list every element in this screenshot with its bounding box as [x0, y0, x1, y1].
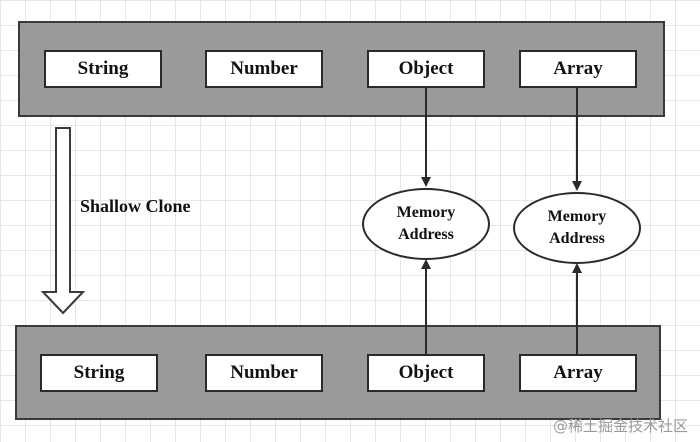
shallow-clone-arrow [40, 127, 86, 315]
memory-address-node-object: Memory Address [362, 188, 490, 260]
bottom-cell-number: Number [205, 354, 323, 392]
shallow-clone-label: Shallow Clone [80, 196, 191, 216]
bottom-cell-string: String [40, 354, 158, 392]
memory-line1: Memory [547, 208, 607, 225]
bottom-cell-array: Array [519, 354, 637, 392]
bottom-cell-object: Object [367, 354, 485, 392]
top-cell-array: Array [519, 50, 637, 88]
memory-line2: Address [549, 230, 605, 247]
top-cell-string: String [44, 50, 162, 88]
top-cell-number: Number [205, 50, 323, 88]
memory-address-node-array: Memory Address [513, 192, 641, 264]
memory-line2: Address [398, 226, 454, 243]
top-cell-object: Object [367, 50, 485, 88]
watermark: @稀土掘金技术社区 [552, 417, 688, 435]
memory-line1: Memory [396, 204, 456, 221]
